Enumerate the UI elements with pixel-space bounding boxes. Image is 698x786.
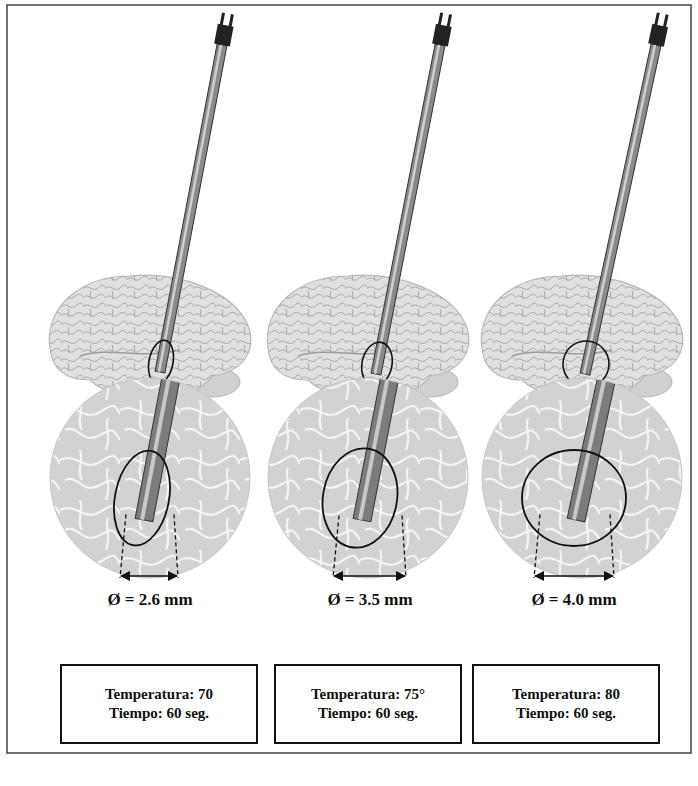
box-text: Tiempo: 60 seg. bbox=[516, 704, 616, 723]
dimension-line bbox=[402, 516, 406, 579]
dimension-label: Ø = 4.0 mm bbox=[529, 590, 618, 610]
zoom-view bbox=[268, 322, 468, 578]
dimension-arrow bbox=[334, 575, 405, 577]
lesion-outline bbox=[315, 442, 405, 553]
column-figure bbox=[49, 12, 250, 578]
dimension-label: Ø = 3.5 mm bbox=[325, 590, 414, 610]
dimension-label: Ø = 2.6 mm bbox=[105, 590, 194, 610]
box-text: Tiempo: 60 seg. bbox=[318, 704, 418, 723]
electrode-probe bbox=[577, 12, 670, 376]
electrode-probe bbox=[368, 12, 454, 375]
column-figure bbox=[267, 12, 468, 578]
column-figure bbox=[481, 12, 682, 578]
dimension-arrow bbox=[535, 575, 613, 577]
parameter-box: Temperatura: 70Tiempo: 60 seg. bbox=[60, 664, 258, 744]
dimension-arrow bbox=[121, 575, 177, 577]
dimension-line bbox=[120, 514, 126, 578]
box-text: Temperatura: 70 bbox=[105, 685, 213, 704]
electrode-probe bbox=[152, 12, 236, 373]
dimension-line bbox=[333, 516, 339, 579]
lesion-outline bbox=[522, 450, 626, 546]
box-text: Temperatura: 80 bbox=[512, 685, 620, 704]
dimension-line bbox=[174, 514, 178, 578]
frame bbox=[7, 5, 691, 753]
box-text: Temperatura: 75° bbox=[311, 685, 425, 704]
lesion-outline bbox=[106, 446, 177, 551]
parameter-box: Temperatura: 80Tiempo: 60 seg. bbox=[472, 664, 660, 744]
dimension-line bbox=[534, 514, 540, 578]
box-text: Tiempo: 60 seg. bbox=[109, 704, 209, 723]
zoom-view bbox=[50, 322, 250, 578]
parameter-box: Temperatura: 75°Tiempo: 60 seg. bbox=[274, 664, 462, 744]
zoom-view bbox=[482, 323, 682, 578]
dimension-line bbox=[610, 514, 614, 578]
